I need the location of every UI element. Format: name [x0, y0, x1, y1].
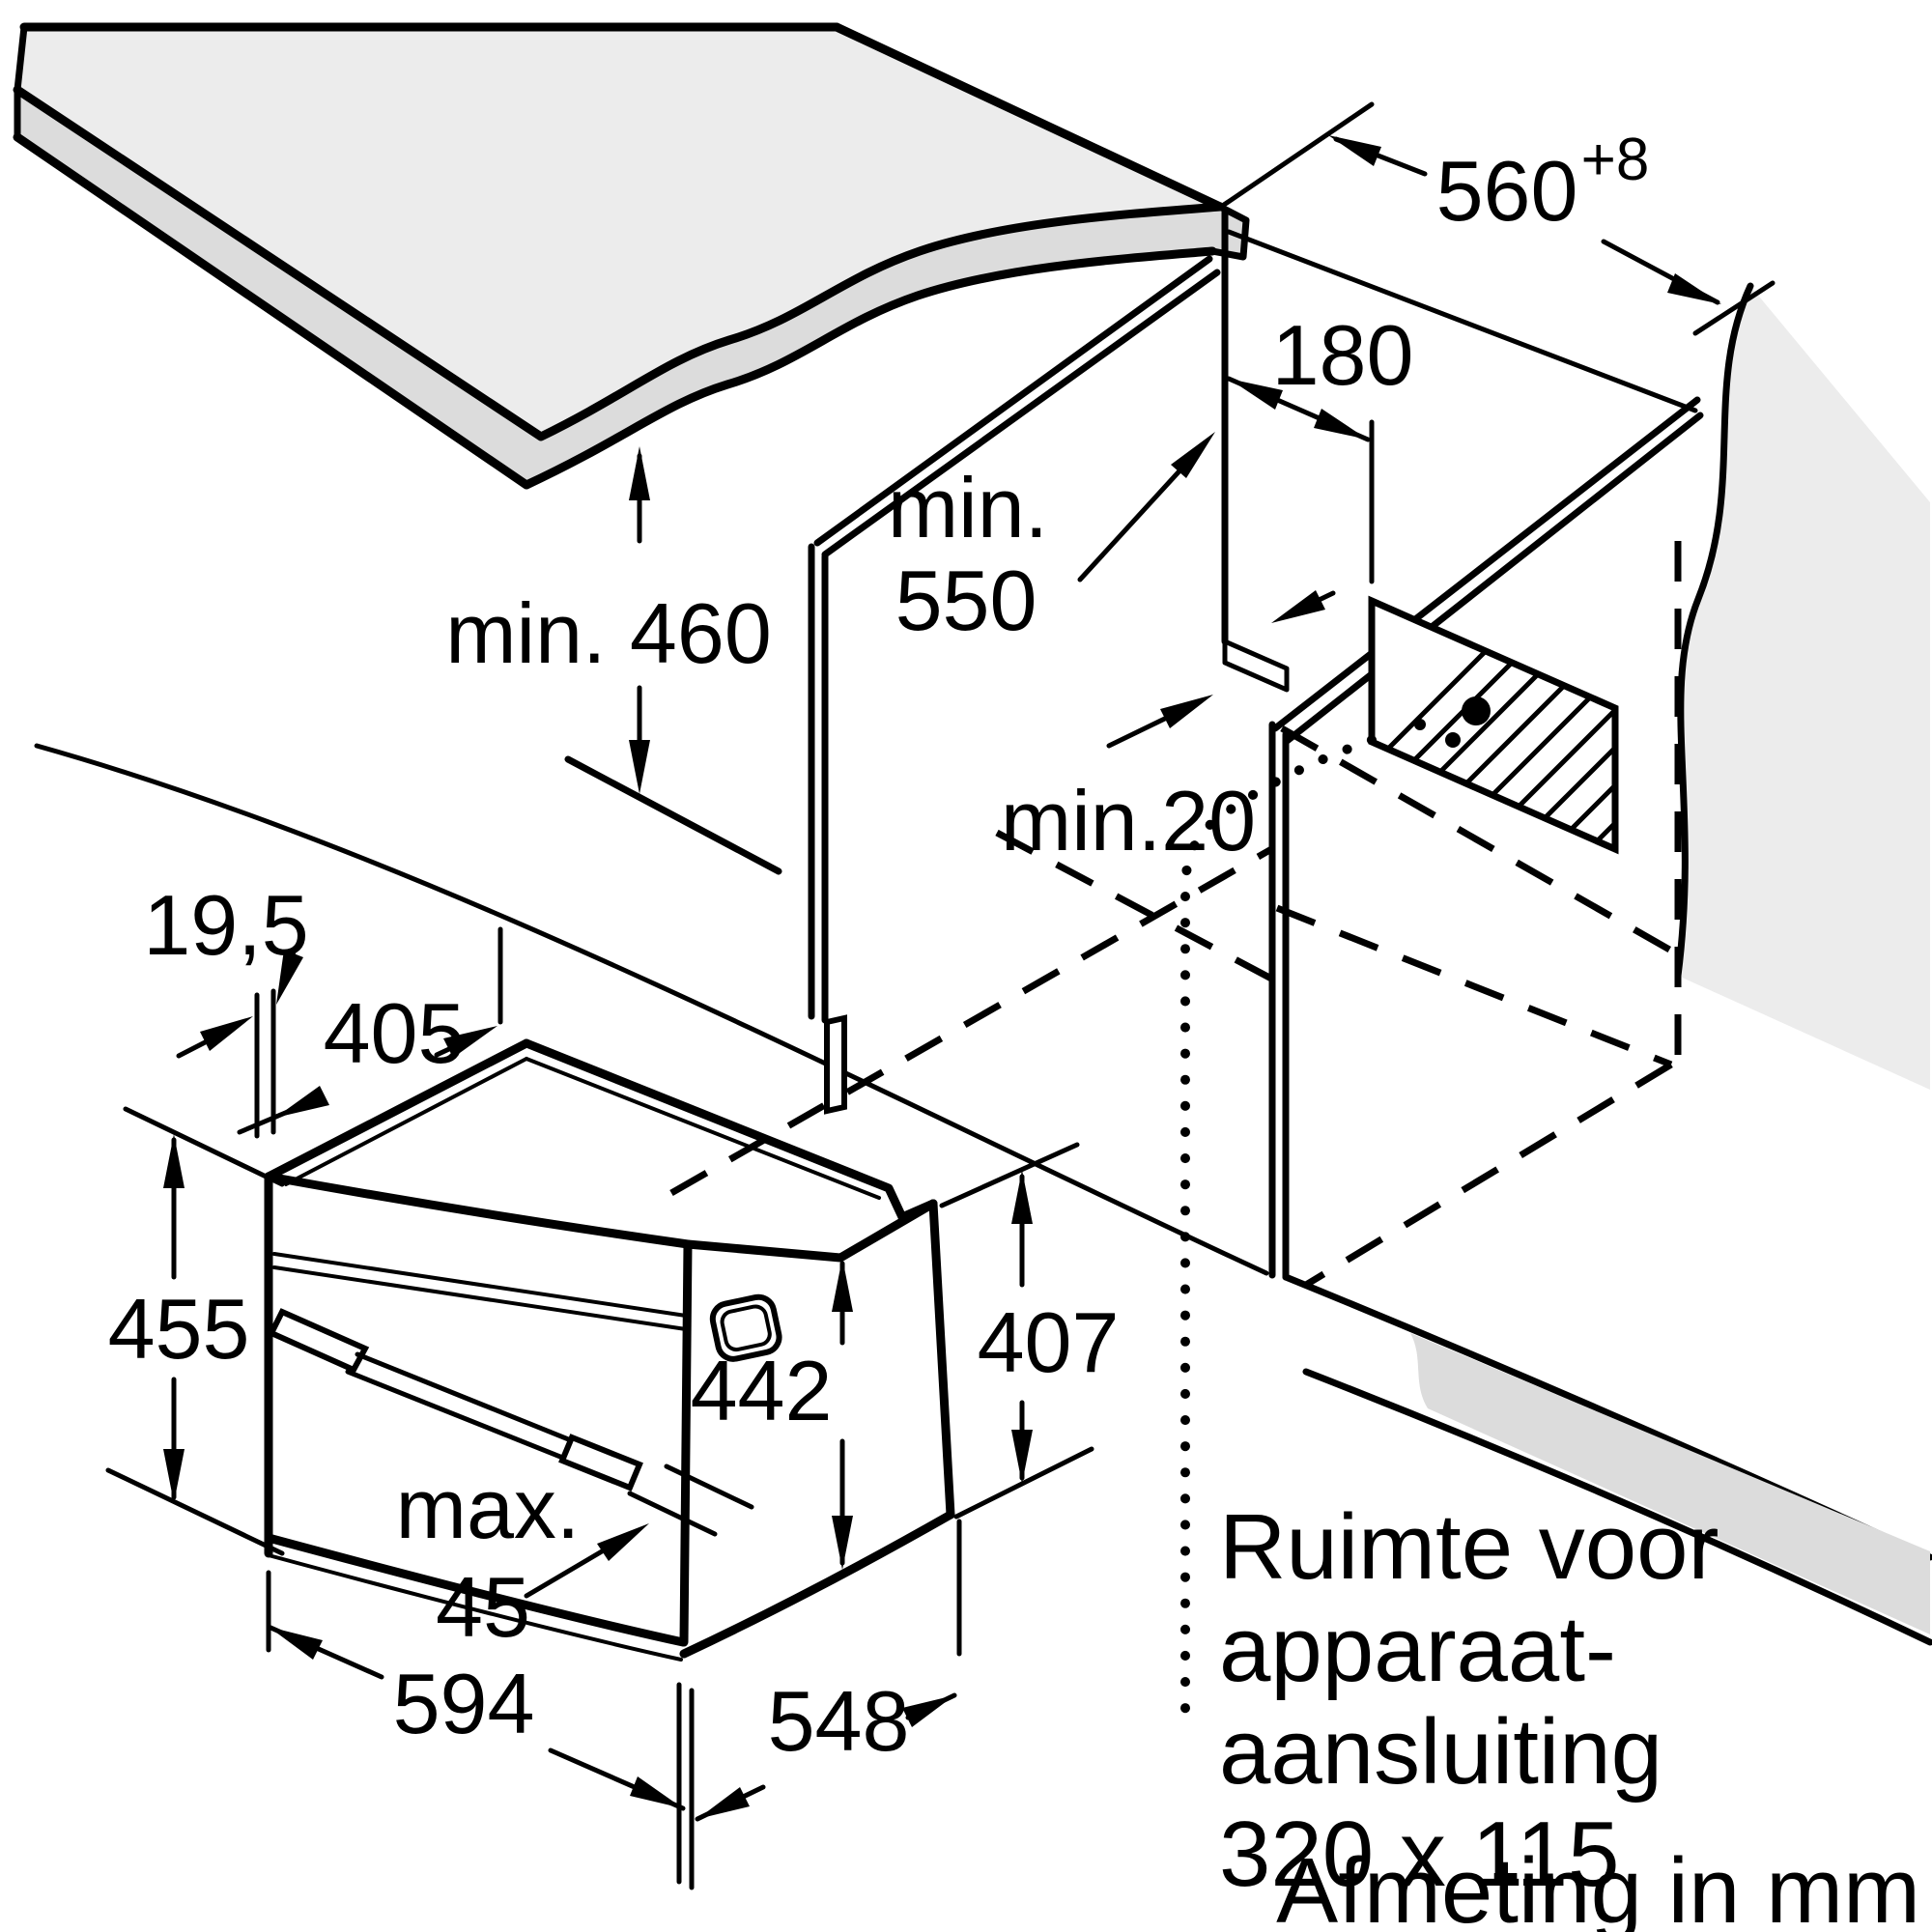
cabinet-niche	[34, 207, 1698, 1276]
dim-455	[105, 1106, 285, 1556]
dimensions	[105, 101, 1776, 1890]
label-19-5: 19,5	[143, 877, 308, 973]
oven-handle	[267, 1308, 643, 1492]
label-45: 45	[436, 1559, 530, 1655]
connection-note-line4: 320 x 115	[1219, 1803, 1620, 1906]
dim-405	[237, 926, 503, 1135]
label-455: 455	[108, 1281, 250, 1377]
right-wall-panel	[1268, 282, 1932, 1646]
connection-note-line3: aansluiting	[1219, 1700, 1662, 1804]
dim-180	[1226, 376, 1375, 584]
label-407: 407	[978, 1294, 1120, 1390]
worktop-edge-band	[17, 90, 1246, 485]
worktop	[13, 22, 1250, 490]
connection-leader-dotted	[1180, 735, 1377, 1739]
dim-594	[266, 1570, 695, 1890]
label-548: 548	[768, 1673, 910, 1769]
cabinet-leg	[824, 1014, 847, 1115]
label-min460: min. 460	[445, 585, 772, 681]
label-180: 180	[1272, 307, 1414, 403]
dim-min20	[1106, 590, 1336, 749]
oven	[264, 1038, 955, 1662]
wall-bottom-torn-band	[1410, 1333, 1930, 1634]
label-max: max.	[396, 1461, 581, 1556]
dim-min550	[1077, 432, 1215, 582]
label-594: 594	[393, 1656, 535, 1751]
label-min20: min.20	[1001, 773, 1256, 868]
label-405: 405	[324, 985, 466, 1081]
dim-max45	[524, 1463, 754, 1599]
connection-dot-tiny	[1414, 719, 1426, 730]
dim-407	[939, 1142, 1094, 1520]
label-min550-line2: 550	[895, 553, 1037, 648]
wall-torn-area	[1678, 286, 1930, 1090]
connection-note-line1: Ruimte voor	[1219, 1495, 1719, 1599]
connection-dot-large	[1462, 696, 1491, 725]
dim-442	[832, 1258, 853, 1570]
connection-note-line2: apparaat-	[1219, 1598, 1616, 1701]
units-note: Afmeting in mm	[1276, 1839, 1920, 1932]
dim-548	[695, 1519, 962, 1822]
labels: 560 +8 180 min. 550 min. 460 min.20 19,5…	[108, 127, 1920, 1932]
label-442: 442	[691, 1343, 833, 1438]
label-min550-line1: min.	[888, 460, 1048, 555]
grip-hole	[709, 1293, 782, 1362]
worktop-top-surface	[17, 27, 1220, 437]
connection-dot-small	[1445, 732, 1461, 748]
connection-note: Ruimte voor apparaat- aansluiting 320 x …	[1219, 1495, 1719, 1906]
dim-19-5	[176, 946, 303, 1139]
label-560: 560	[1436, 143, 1578, 239]
dim-min460	[629, 446, 650, 794]
dim-560	[1221, 101, 1776, 336]
label-560-tolerance: +8	[1581, 127, 1650, 193]
hidden-lines	[669, 541, 1682, 1288]
